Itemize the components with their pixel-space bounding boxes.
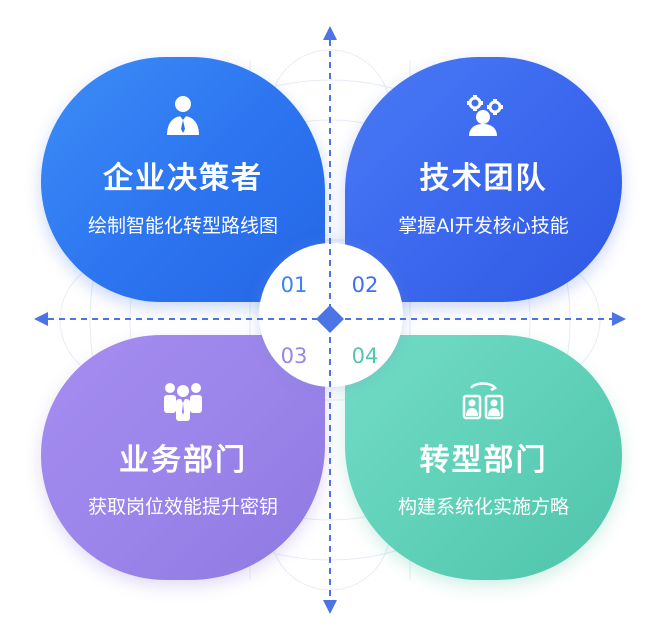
quadrant-3-title: 业务部门 (119, 443, 247, 478)
arrow-down-icon (323, 600, 337, 614)
quadrant-1-card: 企业决策者 绘制智能化转型路线图 (41, 57, 325, 302)
quadrant-2-card: 技术团队 掌握AI开发核心技能 (345, 57, 622, 302)
quadrant-4-title: 转型部门 (419, 443, 548, 478)
quadrant-1-subtitle: 绘制智能化转型路线图 (87, 215, 278, 237)
group-icon (164, 383, 202, 421)
arrow-left-icon (34, 312, 48, 326)
team-gears-icon (467, 95, 503, 136)
quadrant-3-card: 业务部门 获取岗位效能提升密钥 (41, 335, 325, 580)
quadrant-2-subtitle: 掌握AI开发核心技能 (398, 215, 569, 237)
quadrant-4-subtitle: 构建系统化实施方略 (397, 496, 569, 518)
quadrant-4-number: 04 (351, 344, 379, 368)
arrow-right-icon (612, 312, 626, 326)
quadrant-3-number: 03 (280, 344, 308, 368)
quadrant-2-number: 02 (351, 273, 379, 297)
exchange-people-icon (462, 382, 504, 420)
businessman-icon (167, 96, 199, 135)
quadrant-2-title: 技术团队 (419, 161, 548, 196)
center-diamond-icon (316, 305, 344, 333)
quadrant-4-card: 转型部门 构建系统化实施方略 (345, 335, 622, 580)
quadrant-1-title: 企业决策者 (103, 161, 263, 196)
quadrant-3-subtitle: 获取岗位效能提升密钥 (87, 496, 278, 518)
quadrant-1-number: 01 (280, 273, 308, 297)
arrow-up-icon (323, 26, 337, 40)
